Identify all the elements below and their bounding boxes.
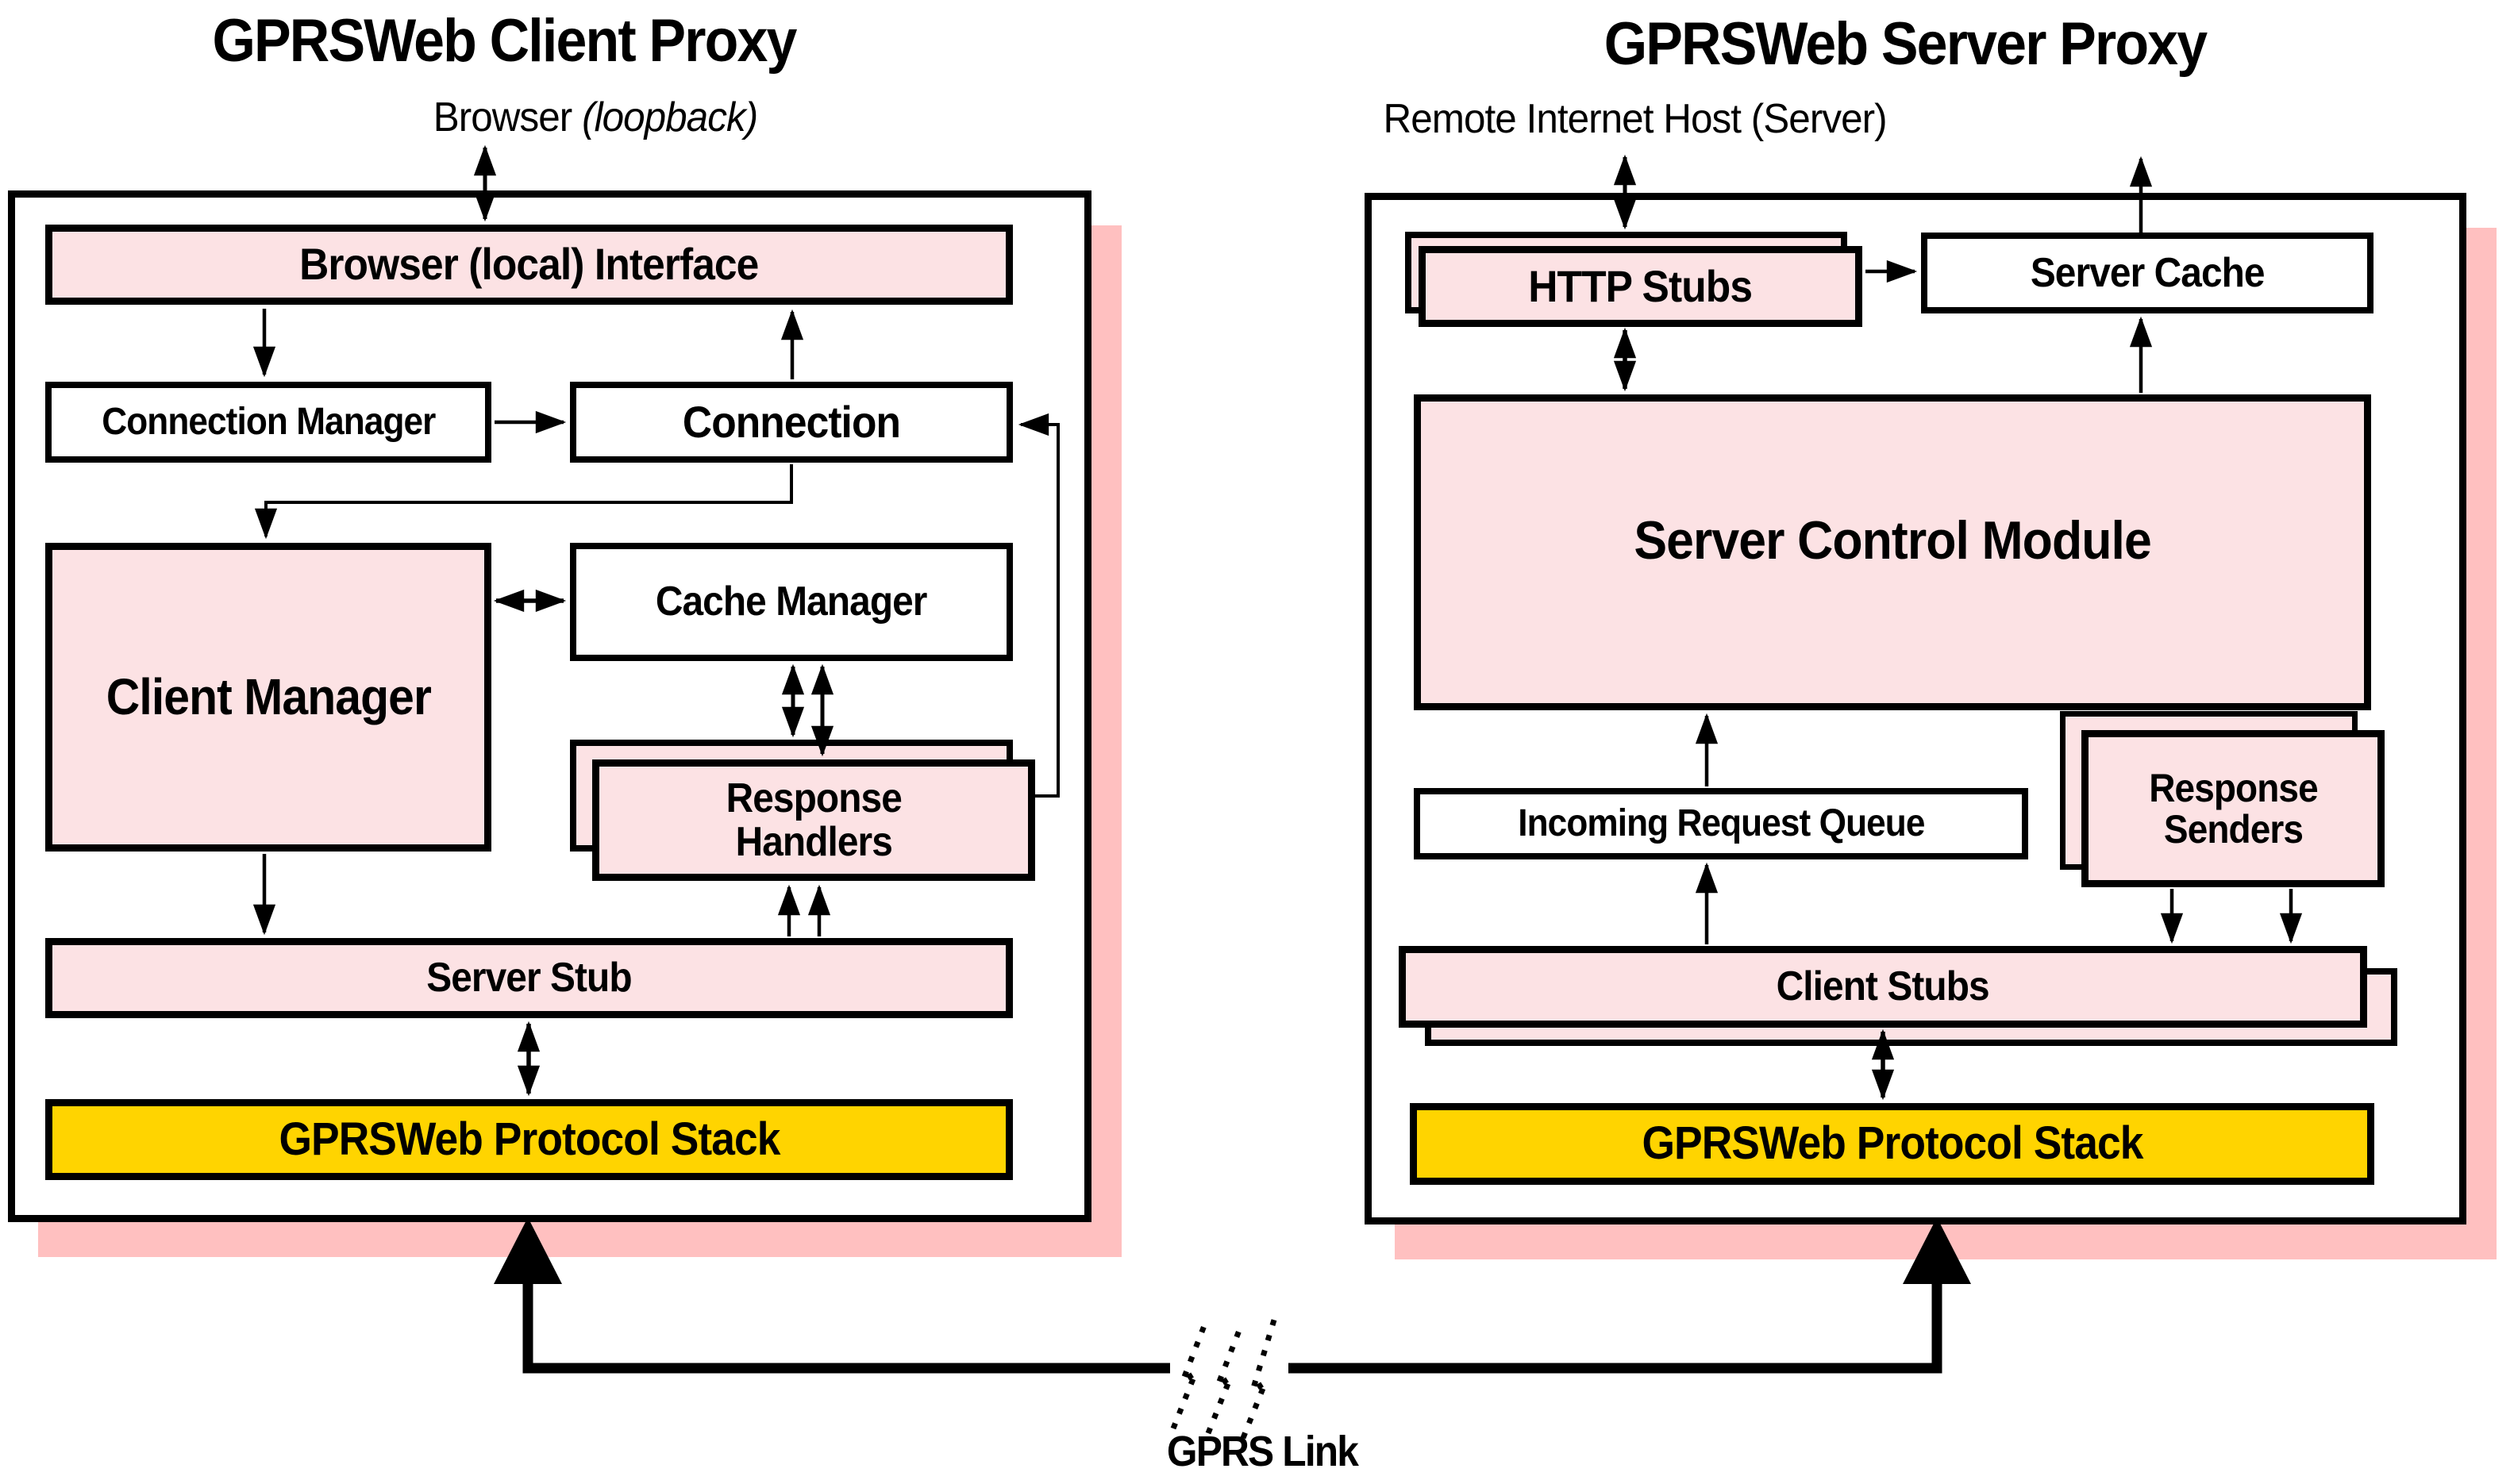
client-external-label: Browser (loopback) [294, 94, 897, 141]
server-stub-box: Server Stub [45, 938, 1013, 1018]
gprs-link-label: GPRS Link [1166, 1428, 1359, 1475]
gprs-link-break-zigzag [1170, 1316, 1278, 1440]
response-senders-box: Response Senders [2081, 730, 2385, 887]
client-protocol-stack-label: GPRSWeb Protocol Stack [278, 1113, 780, 1165]
server-control-module-box: Server Control Module [1414, 394, 2371, 710]
http-stubs-box: HTTP Stubs [1419, 246, 1862, 327]
connection-label: Connection [682, 396, 901, 447]
connection-box: Connection [570, 382, 1013, 463]
cache-manager-label: Cache Manager [656, 579, 928, 625]
client-manager-box: Client Manager [45, 543, 491, 852]
gprs-link-line-right [1288, 1274, 1942, 1374]
http-stubs-label: HTTP Stubs [1528, 260, 1754, 311]
browser-label: Browser [433, 94, 583, 140]
browser-interface-box: Browser (local) Interface [45, 225, 1013, 305]
connection-manager-box: Connection Manager [45, 382, 491, 463]
server-protocol-stack-box: GPRSWeb Protocol Stack [1410, 1103, 2374, 1185]
incoming-request-queue-label: Incoming Request Queue [1517, 802, 1925, 845]
response-handlers-box: Response Handlers [592, 759, 1035, 881]
client-manager-label: Client Manager [106, 668, 431, 726]
client-stubs-box: Client Stubs [1399, 946, 2367, 1028]
connection-manager-label: Connection Manager [101, 401, 436, 444]
server-control-module-label: Server Control Module [1634, 509, 2151, 571]
client-proxy-title: GPRSWeb Client Proxy [212, 7, 797, 75]
response-senders-label: Response Senders [2148, 766, 2318, 852]
server-proxy-title: GPRSWeb Server Proxy [1603, 10, 2208, 78]
response-handlers-label: Response Handlers [726, 775, 902, 865]
incoming-request-queue-box: Incoming Request Queue [1414, 788, 2028, 859]
browser-interface-label: Browser (local) Interface [299, 239, 759, 290]
server-cache-box: Server Cache [1921, 233, 2373, 313]
gprs-link-line-left [522, 1274, 1170, 1374]
browser-loopback-label: (loopback) [582, 94, 758, 140]
client-protocol-stack-box: GPRSWeb Protocol Stack [45, 1099, 1013, 1180]
client-stubs-label: Client Stubs [1776, 963, 1990, 1010]
cache-manager-box: Cache Manager [570, 543, 1013, 661]
server-external-label: Remote Internet Host (Server) [1383, 96, 1888, 142]
server-stub-label: Server Stub [426, 955, 632, 1002]
server-protocol-stack-label: GPRSWeb Protocol Stack [1641, 1117, 2143, 1170]
server-cache-label: Server Cache [2030, 249, 2266, 296]
